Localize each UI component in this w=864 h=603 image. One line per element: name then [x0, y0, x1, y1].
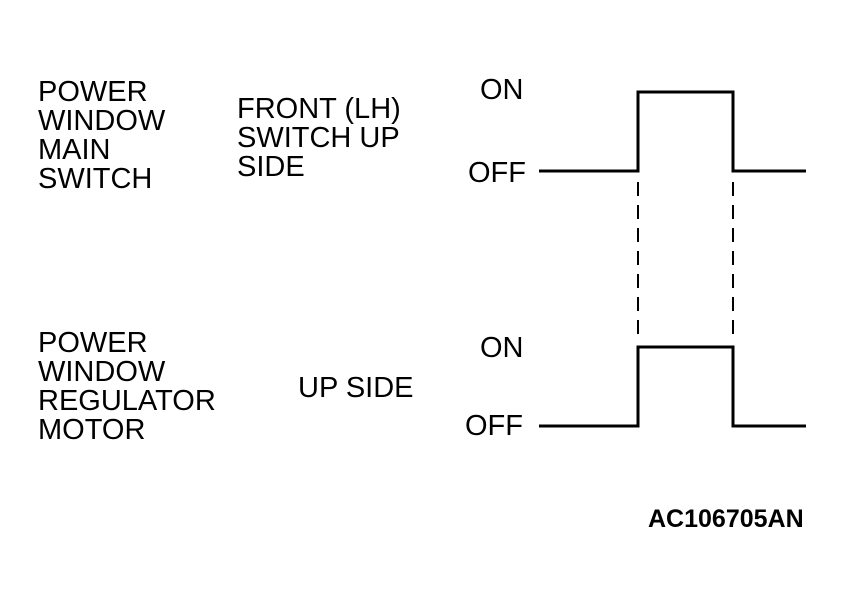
signal-2-group-line: WINDOW: [38, 356, 166, 388]
signal-1-sub-line: SWITCH UP: [237, 122, 400, 154]
signal-1-group-label: POWER WINDOW MAIN SWITCH: [38, 78, 165, 194]
signal-2-group-line: REGULATOR: [38, 385, 216, 417]
signal-1-sub-label: FRONT (LH) SWITCH UP SIDE: [237, 95, 401, 182]
signal-1-group-line: SWITCH: [38, 163, 153, 195]
figure-code: AC106705AN: [648, 505, 804, 533]
signal-2-group-line: POWER: [38, 327, 148, 359]
signal-1-off-label: OFF: [468, 157, 526, 189]
signal-1-on-label: ON: [480, 74, 524, 106]
signal-1-group-line: MAIN: [38, 134, 111, 166]
signal-1-sub-line: FRONT (LH): [237, 93, 401, 125]
signal-2-on-label: ON: [480, 332, 524, 364]
signal-2-group-line: MOTOR: [38, 414, 146, 446]
signal-1-group-line: WINDOW: [38, 105, 166, 137]
signal-2-group-label: POWER WINDOW REGULATOR MOTOR: [38, 329, 216, 445]
motor-waveform: [539, 345, 806, 428]
signal-2-off-label: OFF: [465, 410, 523, 442]
signal-1-group-line: POWER: [38, 76, 148, 108]
switch-waveform: [539, 90, 806, 173]
signal-1-sub-line: SIDE: [237, 151, 305, 183]
signal-2-sub-label: UP SIDE: [298, 372, 414, 404]
